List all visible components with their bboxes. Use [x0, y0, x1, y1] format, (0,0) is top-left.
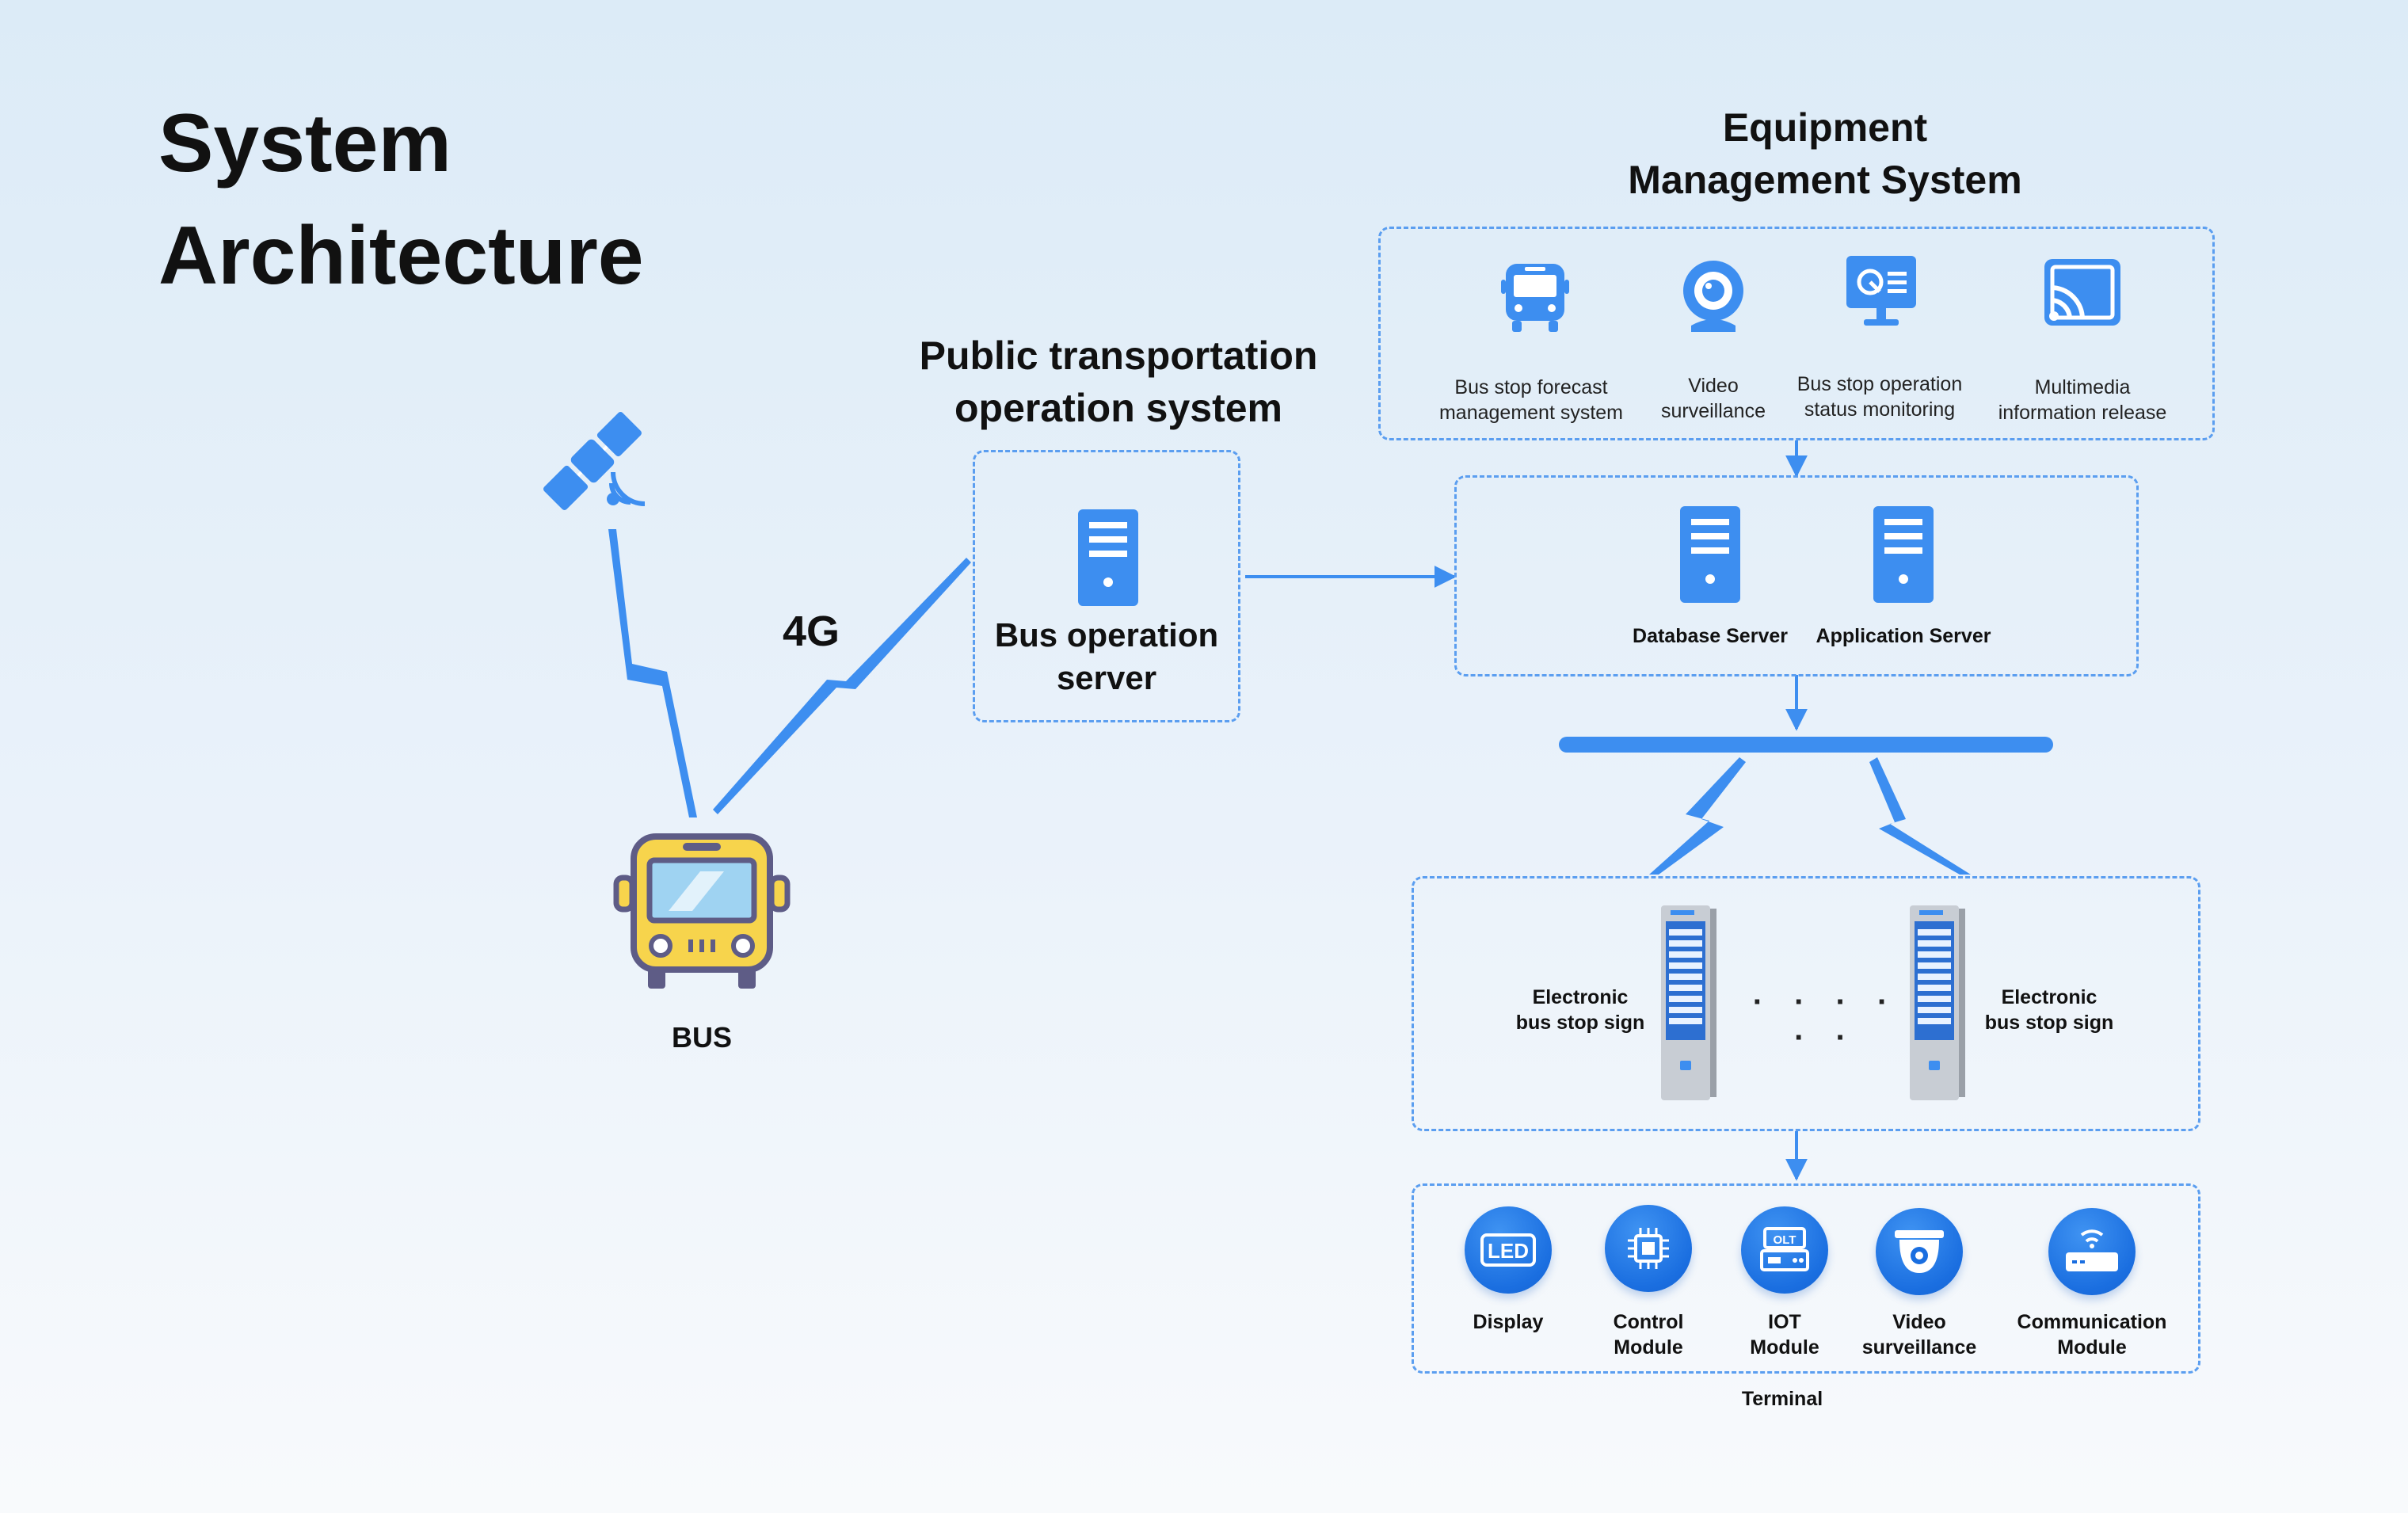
ems-item-label-line-2: surveillance	[1660, 400, 1766, 422]
terminal-module-label: IOT Module	[1721, 1309, 1848, 1360]
terminal-module-label-line-1: Display	[1473, 1311, 1544, 1333]
page-title-line-1: System	[158, 97, 452, 189]
bus-icon	[1501, 264, 1569, 332]
bus-operation-server-label-line-1: Bus operation	[994, 616, 1219, 654]
server-box: Database Server Application Server	[1454, 475, 2139, 676]
ems-item-label-line-2: management system	[1438, 402, 1624, 424]
bus-vehicle-icon	[613, 833, 791, 989]
equipment-management-box: Bus stop forecast management system Vide…	[1378, 227, 2215, 440]
olt-icon: OLT	[1741, 1206, 1828, 1294]
right-sign-lightning	[1869, 757, 1971, 875]
terminal-module-display[interactable]: LED Display	[1449, 1206, 1568, 1365]
4g-link-lightning	[713, 558, 971, 814]
page-title-line-2: Architecture	[158, 210, 644, 302]
monitor-icon	[1846, 256, 1916, 326]
terminal-module-label-line-2: Module	[2057, 1336, 2127, 1359]
equipment-management-title: Equipment Management System	[1556, 101, 2094, 206]
bus-operation-server-label-line-2: server	[1056, 659, 1157, 696]
terminal-module-label-line-2: Module	[1750, 1336, 1819, 1359]
terminal-module-label-line-1: Video	[1892, 1311, 1946, 1333]
satellite-icon	[543, 412, 646, 510]
bus-operation-server-box[interactable]: Bus operation server	[973, 450, 1240, 722]
svg-text:OLT: OLT	[1774, 1233, 1796, 1247]
public-transport-title-line-2: operation system	[954, 386, 1282, 430]
terminal-module-label-line-1: Control	[1613, 1311, 1684, 1333]
server-icon	[1873, 506, 1934, 603]
router-icon	[2048, 1208, 2136, 1295]
page-title: System Architecture	[158, 87, 713, 312]
terminal-module-control[interactable]: Control Module	[1585, 1205, 1712, 1363]
ems-item-label-line-1: Multimedia	[2034, 376, 2131, 398]
terminal-module-label-line-2: Module	[1614, 1336, 1683, 1359]
terminal-box: LED Display Control Module	[1412, 1183, 2200, 1374]
sign-ellipsis: · · · · · ·	[1752, 985, 1899, 1055]
server-icon	[1078, 509, 1138, 606]
ems-item-label: Bus stop forecast management system	[1412, 375, 1650, 425]
left-sign-label-line-1: Electronic	[1532, 986, 1629, 1008]
left-sign-label: Electronic bus stop sign	[1493, 985, 1667, 1035]
ems-item-bus-stop-forecast[interactable]: Bus stop forecast management system	[1412, 253, 1650, 424]
right-sign-label-line-1: Electronic	[2001, 986, 2097, 1008]
terminal-module-label: Communication Module	[2005, 1309, 2179, 1360]
terminal-module-label-line-1: Communication	[2017, 1311, 2167, 1333]
ems-item-video-surveillance[interactable]: Video surveillance	[1618, 253, 1808, 422]
terminal-module-iot[interactable]: OLT IOT Module	[1721, 1206, 1848, 1365]
left-sign-label-line-2: bus stop sign	[1515, 1012, 1645, 1034]
terminal-module-label-line-2: surveillance	[1861, 1336, 1977, 1359]
bus-stop-sign-icon[interactable]	[1659, 905, 1718, 1100]
public-transport-title-line-1: Public transportation	[919, 333, 1318, 378]
terminal-module-video[interactable]: Video surveillance	[1848, 1208, 1991, 1366]
application-server-label: Application Server	[1816, 625, 1991, 647]
equipment-management-title-line-1: Equipment	[1722, 105, 1928, 150]
camera-icon	[1683, 261, 1743, 332]
ems-item-label-line-2: information release	[1998, 402, 2167, 424]
right-sign-label: Electronic bus stop sign	[1962, 985, 2136, 1035]
terminal-module-label: Video surveillance	[1848, 1309, 1991, 1360]
ems-item-label: Video surveillance	[1618, 373, 1808, 424]
dome-camera-icon	[1876, 1208, 1963, 1295]
bus-label: BUS	[671, 1021, 732, 1054]
bus-operation-server-label: Bus operation server	[975, 614, 1238, 699]
terminal-module-communication[interactable]: Communication Module	[2005, 1208, 2179, 1366]
terminal-module-label: Control Module	[1585, 1309, 1712, 1360]
terminal-module-label: Display	[1449, 1309, 1568, 1335]
bus-stop-sign-box: Electronic bus stop sign · · · · · ·	[1412, 876, 2200, 1131]
chip-icon	[1605, 1205, 1692, 1292]
terminal-label: Terminal	[1741, 1388, 1823, 1410]
led-icon: LED	[1465, 1206, 1552, 1294]
satellite-link-lightning	[608, 529, 697, 817]
network-4g-label: 4G	[783, 608, 840, 655]
terminal-module-label-line-1: IOT	[1768, 1311, 1801, 1333]
ems-item-multimedia-release[interactable]: Multimedia information release	[1979, 253, 2185, 424]
ems-item-label: Multimedia information release	[1979, 375, 2185, 425]
ems-item-status-monitoring[interactable]: Bus stop operation status monitoring	[1778, 253, 1981, 422]
right-sign-label-line-2: bus stop sign	[1984, 1012, 2114, 1034]
left-sign-lightning	[1649, 757, 1746, 875]
database-server[interactable]: Database Server	[1615, 501, 1805, 660]
public-transport-title: Public transportation operation system	[881, 330, 1356, 434]
equipment-management-title-line-2: Management System	[1628, 158, 2022, 202]
network-bus-bar	[1559, 737, 2053, 753]
svg-text:LED: LED	[1488, 1239, 1529, 1263]
ems-item-label: Bus stop operation status monitoring	[1778, 372, 1981, 422]
application-server[interactable]: Application Server	[1800, 501, 2006, 660]
database-server-label: Database Server	[1633, 625, 1788, 647]
ems-item-label-line-1: Bus stop operation	[1796, 373, 1963, 395]
ems-item-label-line-2: status monitoring	[1804, 398, 1956, 421]
bus-stop-sign-icon[interactable]	[1908, 905, 1967, 1100]
cast-icon	[2044, 259, 2120, 326]
ems-item-label-line-1: Bus stop forecast	[1454, 376, 1608, 398]
ems-item-label-line-1: Video	[1688, 375, 1739, 397]
server-icon	[1680, 506, 1740, 603]
